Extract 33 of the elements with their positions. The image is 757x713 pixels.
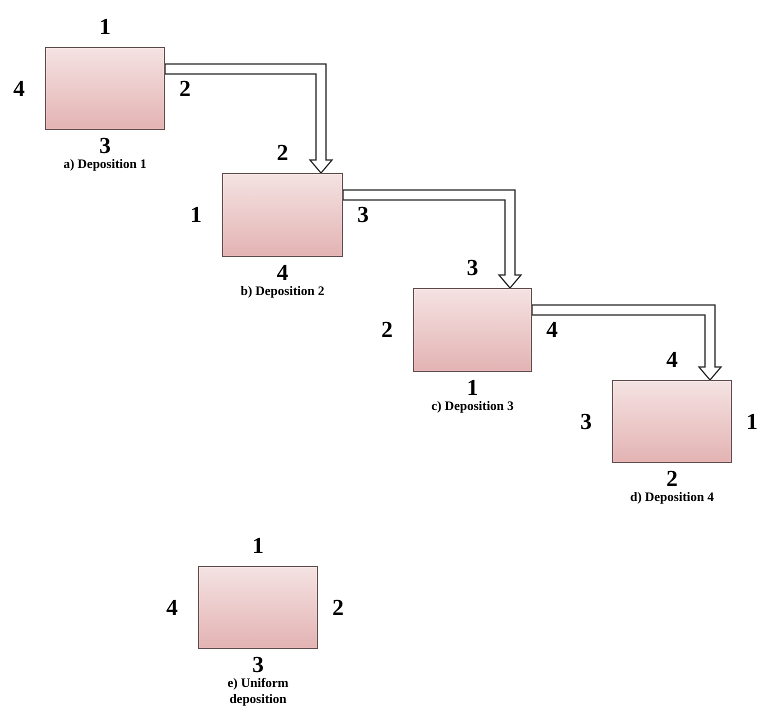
edge-number: 3: [579, 408, 593, 434]
bent-arrow: [531, 304, 722, 381]
edge-number: 3: [251, 652, 265, 678]
edge-number: 1: [98, 14, 112, 40]
sample-square: [198, 566, 318, 649]
sample-square: [413, 288, 532, 372]
edge-number: 1: [745, 408, 757, 434]
edge-number: 2: [380, 317, 394, 343]
edge-number: 3: [356, 202, 370, 228]
edge-number: 1: [189, 202, 203, 228]
edge-number: 4: [276, 260, 290, 286]
node-label: e) Uniform deposition: [226, 675, 290, 707]
edge-number: 3: [466, 255, 480, 281]
bent-arrow: [342, 189, 522, 289]
edge-number: 2: [276, 140, 290, 166]
edge-number: 4: [545, 317, 559, 343]
sample-square: [222, 173, 343, 257]
edge-number: 4: [165, 594, 179, 620]
node-label: a) Deposition 1: [62, 156, 148, 172]
edge-number: 4: [665, 347, 679, 373]
edge-number: 2: [665, 466, 679, 492]
edge-number: 1: [251, 533, 265, 559]
edge-number: 4: [12, 76, 26, 102]
edge-number: 2: [331, 594, 345, 620]
bent-arrow: [164, 63, 334, 174]
sample-square: [45, 47, 165, 130]
node-label: b) Deposition 2: [240, 283, 326, 299]
edge-number: 3: [98, 133, 112, 159]
edge-number: 2: [178, 76, 192, 102]
node-label: d) Deposition 4: [629, 489, 715, 505]
node-label: c) Deposition 3: [430, 398, 515, 414]
sample-square: [612, 380, 732, 463]
edge-number: 1: [466, 375, 480, 401]
